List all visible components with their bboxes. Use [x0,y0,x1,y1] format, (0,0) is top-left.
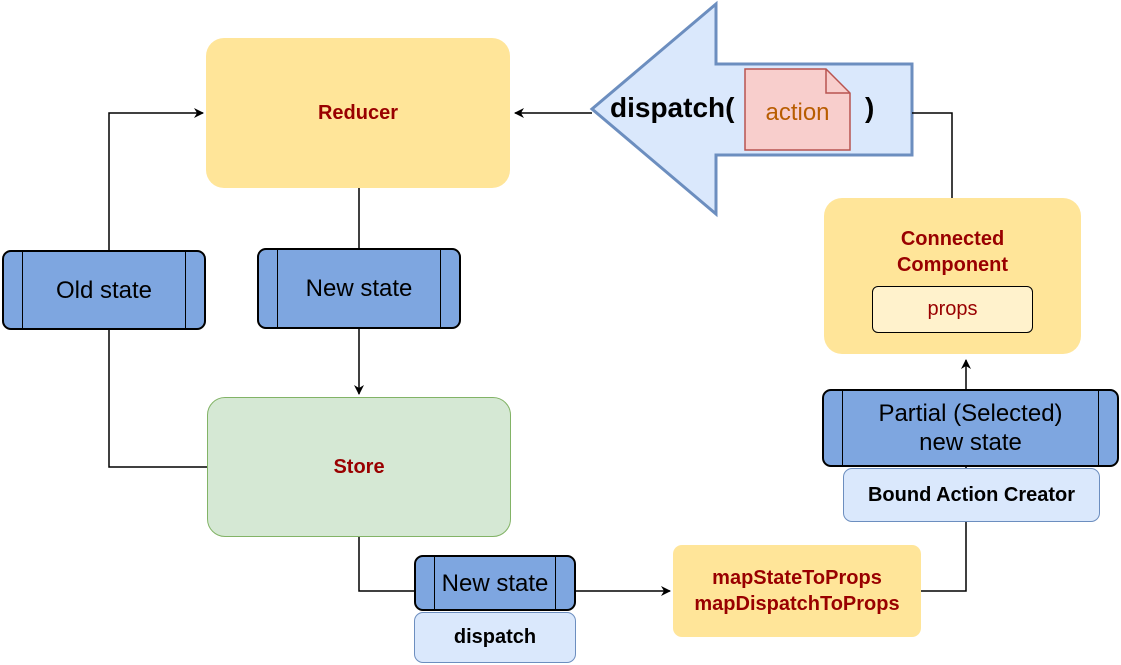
bound-action-creator-label: Bound Action Creator [867,483,1076,506]
action-label: action [765,99,830,126]
dispatch-label-block: dispatch [414,612,576,663]
new-state-top-label: New state [305,275,413,302]
reducer-label: Reducer [317,102,399,124]
dispatch-prefix-text: dispatch( [610,92,735,123]
old-state-label: Old state [55,276,153,304]
new-state-bottom-label: New state [441,569,549,597]
edge-connected-dispatch [912,112,953,198]
map-state-to-props-label: mapStateToProps [712,567,882,589]
partial-state-block: Partial (Selected) new state [822,389,1119,467]
dispatch-suffix-text: ) [865,92,875,123]
dispatch-label: dispatch [453,626,537,648]
new-state-block-top: New state [257,248,461,329]
props-box: props [872,286,1033,333]
new-state-block-bottom: New state [414,555,576,611]
action-note-shape [744,68,851,151]
map-props-node: mapStateToProps mapDispatchToProps [673,545,921,637]
bound-action-creator-block: Bound Action Creator [843,468,1100,522]
reducer-node: Reducer [206,38,510,188]
map-dispatch-to-props-label: mapDispatchToProps [694,593,900,615]
connected-component-label: Connected Component [896,228,1009,276]
partial-state-label: Partial (Selected) new state [878,400,1063,456]
props-label: props [927,298,978,320]
store-label: Store [333,456,385,478]
store-node: Store [207,397,511,537]
old-state-block: Old state [2,250,206,330]
